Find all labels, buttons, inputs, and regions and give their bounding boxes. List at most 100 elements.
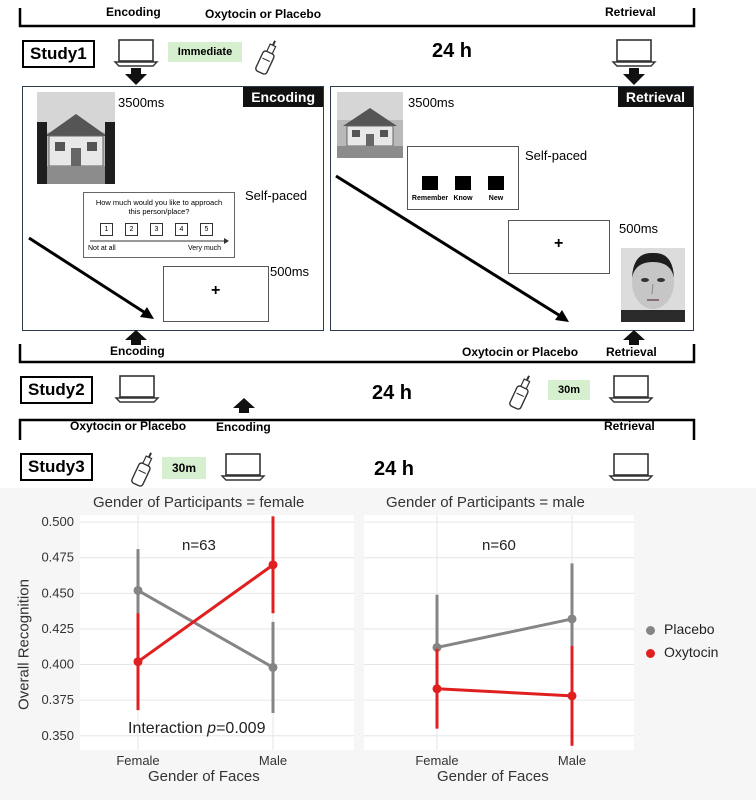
legend-oxytocin-dot [646, 649, 655, 658]
y-tick-label: 0.475 [41, 550, 74, 565]
approach-rating-screen: How much would you like to approach this… [83, 192, 235, 258]
response-key [455, 176, 471, 190]
up-arrow-icon [125, 330, 147, 345]
study2-label: Study2 [20, 376, 93, 404]
p-value: =0.009 [216, 720, 266, 737]
laptop-icon [608, 375, 654, 403]
laptop-icon [608, 453, 654, 481]
female-n-label: n=63 [182, 537, 216, 554]
top-retrieval-label: Retrieval [605, 5, 656, 19]
house-photo [337, 92, 403, 158]
house-photo [37, 92, 115, 184]
y-axis-label-wrap: Overall Recognition [14, 568, 34, 724]
retrieval-response-pace: Self-paced [525, 148, 588, 163]
oxytocin-series-line [137, 563, 274, 663]
male-n-label: n=60 [482, 537, 516, 554]
legend-oxytocin-label: Oxytocin [664, 644, 719, 660]
study1-timing-tag: Immediate [168, 42, 242, 62]
male-panel-title: Gender of Participants = male [386, 494, 585, 511]
y-axis-label: Overall Recognition [15, 579, 33, 710]
y-tick-label: 0.375 [41, 692, 74, 707]
study3-encoding-label: Encoding [216, 420, 271, 434]
oxytocin-data-point [268, 560, 278, 570]
laptop-icon [220, 453, 266, 481]
response-label: Know [453, 195, 473, 202]
x-tick-label: Male [558, 753, 586, 768]
encoding-image-duration: 3500ms [118, 95, 165, 110]
laptop-icon [114, 375, 160, 403]
study2-treatment-label: Oxytocin or Placebo [462, 345, 579, 359]
response-label: New [488, 195, 504, 202]
top-treatment-label: Oxytocin or Placebo [205, 7, 322, 21]
rating-question: How much would you like to approach this… [95, 198, 223, 216]
x-axis-label-male: Gender of Faces [437, 768, 549, 785]
response-key [422, 176, 438, 190]
encoding-fixation-duration: 500ms [270, 264, 310, 279]
laptop-icon [113, 39, 159, 67]
x-tick-label: Female [415, 753, 458, 768]
fixation-screen: + [508, 220, 610, 274]
female-panel-title: Gender of Participants = female [93, 494, 305, 511]
up-arrow-icon [623, 330, 645, 345]
timeline-bracket-study2 [18, 344, 696, 364]
study2-timing-tag: 30m [548, 380, 590, 400]
placebo-data-point [133, 585, 143, 595]
response-screen: Remember Know New [407, 146, 519, 210]
oxytocin-data-point [133, 657, 143, 667]
response-key [488, 176, 504, 190]
retrieval-panel-header: Retrieval [617, 87, 693, 107]
legend-placebo-dot [646, 626, 655, 635]
placebo-data-point [268, 662, 278, 672]
interaction-label: Interaction [128, 720, 203, 737]
p-symbol: p [207, 720, 217, 737]
placebo-data-point [432, 642, 442, 652]
up-arrow-icon [233, 398, 255, 413]
study3-timing-tag: 30m [162, 457, 206, 479]
encoding-panel-header: Encoding [243, 87, 323, 107]
scale-low-label: Not at all [88, 245, 116, 252]
face-photo [621, 248, 685, 322]
encoding-rating-pace: Self-paced [245, 188, 308, 203]
study1-gap-label: 24 h [432, 40, 473, 62]
retrieval-image-duration: 3500ms [408, 95, 455, 110]
y-tick-label: 0.400 [41, 657, 74, 672]
study3-treatment-label: Oxytocin or Placebo [70, 419, 187, 433]
placebo-series-line [137, 589, 274, 669]
nasal-spray-icon [255, 40, 277, 75]
female-panel-plot-area [80, 515, 354, 750]
scale-arrow [90, 238, 229, 244]
rating-option: 5 [200, 223, 213, 236]
rating-option: 4 [175, 223, 188, 236]
fixation-cross: + [211, 282, 221, 299]
recognition-chart: 0.3500.3750.4000.4250.4500.4750.500Femal… [41, 514, 634, 768]
study2-gap-label: 24 h [372, 382, 413, 404]
y-tick-label: 0.500 [41, 514, 74, 529]
timeline-bracket-study3 [18, 418, 696, 440]
scale-high-label: Very much [188, 245, 222, 252]
legend-placebo-label: Placebo [664, 621, 715, 637]
laptop-icon [611, 39, 657, 67]
fixation-screen: + [163, 266, 269, 322]
oxytocin-series-line [436, 687, 573, 698]
study3-retrieval-label: Retrieval [604, 419, 655, 433]
rating-option: 3 [150, 223, 163, 236]
placebo-data-point [567, 614, 577, 624]
retrieval-fixation-duration: 500ms [619, 221, 659, 236]
study1-label: Study1 [22, 40, 95, 68]
down-arrow-icon [623, 68, 645, 85]
retrieval-panel: Retrieval 3500ms Remember Know New Self-… [330, 86, 694, 331]
x-tick-label: Male [259, 753, 287, 768]
timeline-bracket-top [18, 8, 696, 28]
down-arrow-icon [125, 68, 147, 85]
oxytocin-data-point [567, 691, 577, 701]
study3-gap-label: 24 h [374, 458, 415, 480]
oxytocin-data-point [432, 684, 442, 694]
response-label: Remember [411, 195, 449, 202]
time-arrow [335, 174, 569, 322]
time-arrow [28, 236, 154, 319]
fixation-cross: + [554, 235, 564, 252]
x-tick-label: Female [116, 753, 159, 768]
y-tick-label: 0.350 [41, 728, 74, 743]
y-tick-label: 0.450 [41, 585, 74, 600]
